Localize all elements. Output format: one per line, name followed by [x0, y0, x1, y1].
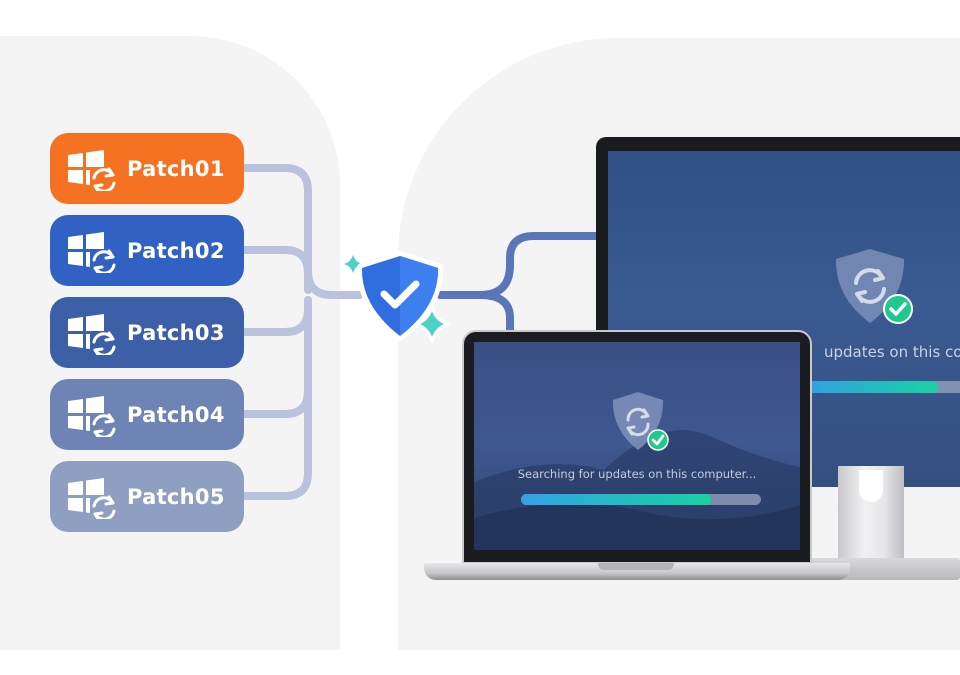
dunes-wallpaper	[474, 430, 800, 550]
shield-sync-icon	[612, 392, 669, 451]
connector-to-monitor	[436, 232, 600, 299]
patch-card-02[interactable]: Patch02	[50, 215, 244, 286]
laptop-screen: Searching for updates on this computer..…	[474, 342, 800, 550]
patch-card-03[interactable]: Patch03	[50, 297, 244, 368]
connector-patch02	[240, 246, 312, 294]
sparkle-large-icon	[414, 304, 450, 344]
laptop: Searching for updates on this computer..…	[462, 330, 812, 564]
patch-card-04[interactable]: Patch04	[50, 379, 244, 450]
laptop-progress-bar	[521, 494, 761, 505]
patch-label: Patch04	[127, 402, 225, 427]
laptop-status-text: Searching for updates on this computer..…	[517, 467, 757, 481]
laptop-progress-fill	[521, 494, 711, 505]
patch-label: Patch02	[127, 238, 225, 263]
sparkle-small-icon	[344, 255, 362, 273]
patch-label: Patch01	[127, 156, 225, 181]
windows-update-icon	[68, 395, 116, 437]
shield-check-icon	[344, 251, 450, 344]
patch-label: Patch03	[127, 320, 225, 345]
monitor-progress-fill	[808, 381, 938, 393]
monitor-status-text: updates on this con	[824, 343, 960, 361]
connector-patch05	[240, 316, 312, 500]
windows-update-icon	[68, 149, 116, 191]
connector-patch03	[240, 296, 312, 336]
connector-patch01	[240, 164, 364, 299]
laptop-notch	[598, 563, 674, 570]
patch-card-01[interactable]: Patch01	[50, 133, 244, 204]
patch-label: Patch05	[127, 484, 225, 509]
monitor-progress-bar	[808, 381, 960, 393]
windows-update-icon	[68, 313, 116, 355]
windows-update-icon	[68, 477, 116, 519]
shield-sync-icon	[835, 249, 913, 324]
monitor-stand-cutout	[859, 470, 883, 502]
patch-card-05[interactable]: Patch05	[50, 461, 244, 532]
connector-to-laptop	[476, 291, 514, 334]
windows-update-icon	[68, 231, 116, 273]
laptop-base	[424, 563, 850, 580]
